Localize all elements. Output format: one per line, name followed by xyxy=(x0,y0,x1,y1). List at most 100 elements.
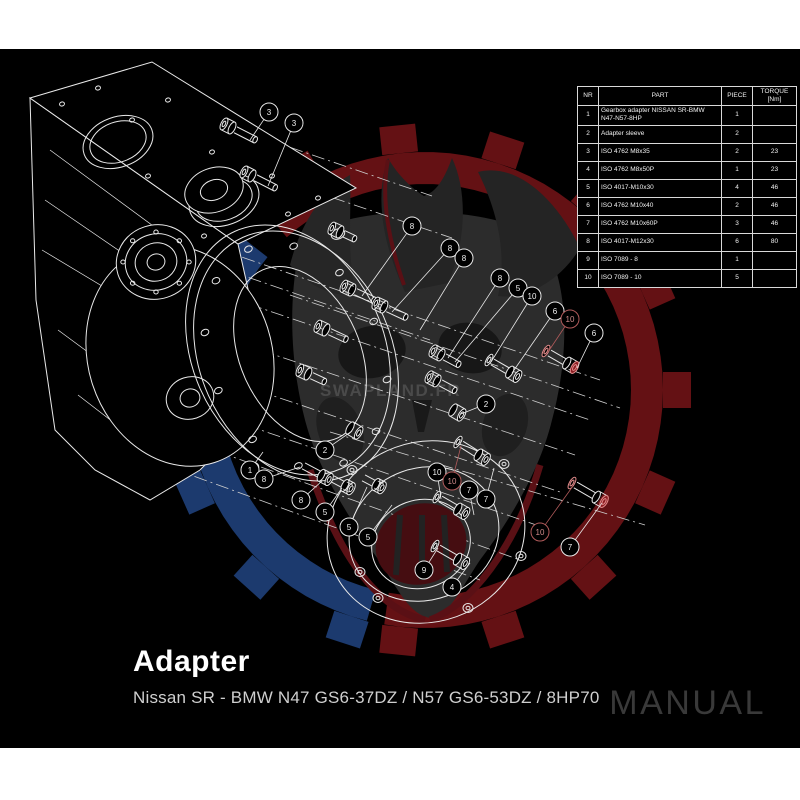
callout-8: 8 xyxy=(361,216,422,297)
manual-label: MANUAL xyxy=(609,684,766,722)
part-cell: ISO 4017-M10x30 xyxy=(598,178,722,198)
svg-text:5: 5 xyxy=(366,533,371,542)
svg-text:10: 10 xyxy=(433,468,442,477)
bolt xyxy=(371,296,409,321)
svg-text:9: 9 xyxy=(422,566,427,575)
svg-text:2: 2 xyxy=(484,400,489,409)
bolt xyxy=(432,490,471,520)
svg-text:6: 6 xyxy=(592,329,597,338)
svg-text:8: 8 xyxy=(448,244,453,253)
part-cell: ISO 4762 M10x60P xyxy=(598,214,722,234)
part-cell: 2 xyxy=(721,142,753,162)
bolt xyxy=(428,344,462,368)
svg-text:3: 3 xyxy=(292,119,297,128)
bolt xyxy=(541,344,580,374)
bolt xyxy=(567,476,609,508)
part-cell: 8 xyxy=(577,232,599,252)
part-cell xyxy=(752,124,797,144)
col-header: PIECE xyxy=(721,85,753,107)
part-cell xyxy=(752,250,797,270)
bolt xyxy=(430,539,471,570)
part-cell: 4 xyxy=(721,178,753,198)
svg-text:10: 10 xyxy=(566,315,575,324)
part-cell: 4 xyxy=(577,160,599,180)
callout-8: 8 xyxy=(419,248,474,331)
callout-8: 8 xyxy=(254,466,301,489)
part-cell: ISO 4762 M8x35 xyxy=(598,142,722,162)
part-cell: 80 xyxy=(752,232,797,252)
svg-text:8: 8 xyxy=(498,274,503,283)
bolt xyxy=(484,353,523,383)
bolt xyxy=(313,319,349,343)
part-cell: ISO 4762 M8x50P xyxy=(598,160,722,180)
col-header: PART xyxy=(598,85,722,107)
svg-text:7: 7 xyxy=(484,495,489,504)
part-cell: 1 xyxy=(721,250,753,270)
callout-1: 1 xyxy=(240,451,264,480)
callout-10: 10 xyxy=(490,286,542,363)
callout-7: 7 xyxy=(459,480,479,516)
callout-10: 10 xyxy=(530,485,574,542)
part-cell: ISO 7089 - 10 xyxy=(598,268,722,288)
svg-text:6: 6 xyxy=(553,307,558,316)
callout-3: 3 xyxy=(267,113,304,187)
part-cell: 46 xyxy=(752,178,797,198)
part-cell: 2 xyxy=(721,196,753,216)
col-header: NR xyxy=(577,85,599,107)
part-cell: 1 xyxy=(721,160,753,180)
part-cell: 6 xyxy=(577,196,599,216)
bolt xyxy=(295,363,328,386)
callout-5: 5 xyxy=(315,487,343,522)
part-cell xyxy=(752,268,797,288)
svg-text:3: 3 xyxy=(267,108,272,117)
part-cell: 7 xyxy=(577,214,599,234)
part-cell: Adapter sleeve xyxy=(598,124,722,144)
svg-text:2: 2 xyxy=(323,446,328,455)
callout-8: 8 xyxy=(391,238,460,313)
svg-text:10: 10 xyxy=(448,477,457,486)
part-cell: 1 xyxy=(577,105,599,126)
part-cell: 46 xyxy=(752,196,797,216)
bolt xyxy=(301,462,334,487)
callout-10: 10 xyxy=(427,462,447,500)
page-subtitle: Nissan SR - BMW N47 GS6-37DZ / N57 GS6-5… xyxy=(133,688,600,707)
callout-6: 6 xyxy=(511,301,565,374)
callout-2: 2 xyxy=(460,394,496,415)
part-cell: 23 xyxy=(752,160,797,180)
callout-3: 3 xyxy=(249,102,279,141)
part-cell: 23 xyxy=(752,142,797,162)
bolt xyxy=(453,435,491,466)
part-cell xyxy=(752,105,797,126)
callout-8: 8 xyxy=(291,480,323,510)
bolt xyxy=(448,403,467,422)
callout-6: 6 xyxy=(576,323,604,369)
part-cell: 5 xyxy=(721,268,753,288)
hardware-bolts xyxy=(219,117,609,570)
svg-text:5: 5 xyxy=(323,508,328,517)
bolt xyxy=(424,370,458,394)
part-cell: 9 xyxy=(577,250,599,270)
callout-9: 9 xyxy=(414,547,439,580)
part-cell: 1 xyxy=(721,105,753,126)
callout-7: 7 xyxy=(476,467,496,509)
svg-text:7: 7 xyxy=(568,543,573,552)
callout-10: 10 xyxy=(442,445,462,491)
svg-text:8: 8 xyxy=(262,475,267,484)
bolt xyxy=(345,421,364,440)
callout-2: 2 xyxy=(315,430,353,460)
svg-text:4: 4 xyxy=(450,583,455,592)
page-title: Adapter xyxy=(133,645,250,678)
svg-text:8: 8 xyxy=(410,222,415,231)
callout-5: 5 xyxy=(358,504,393,547)
part-cell: ISO 4017-M12x30 xyxy=(598,232,722,252)
callout-8: 8 xyxy=(447,268,510,359)
